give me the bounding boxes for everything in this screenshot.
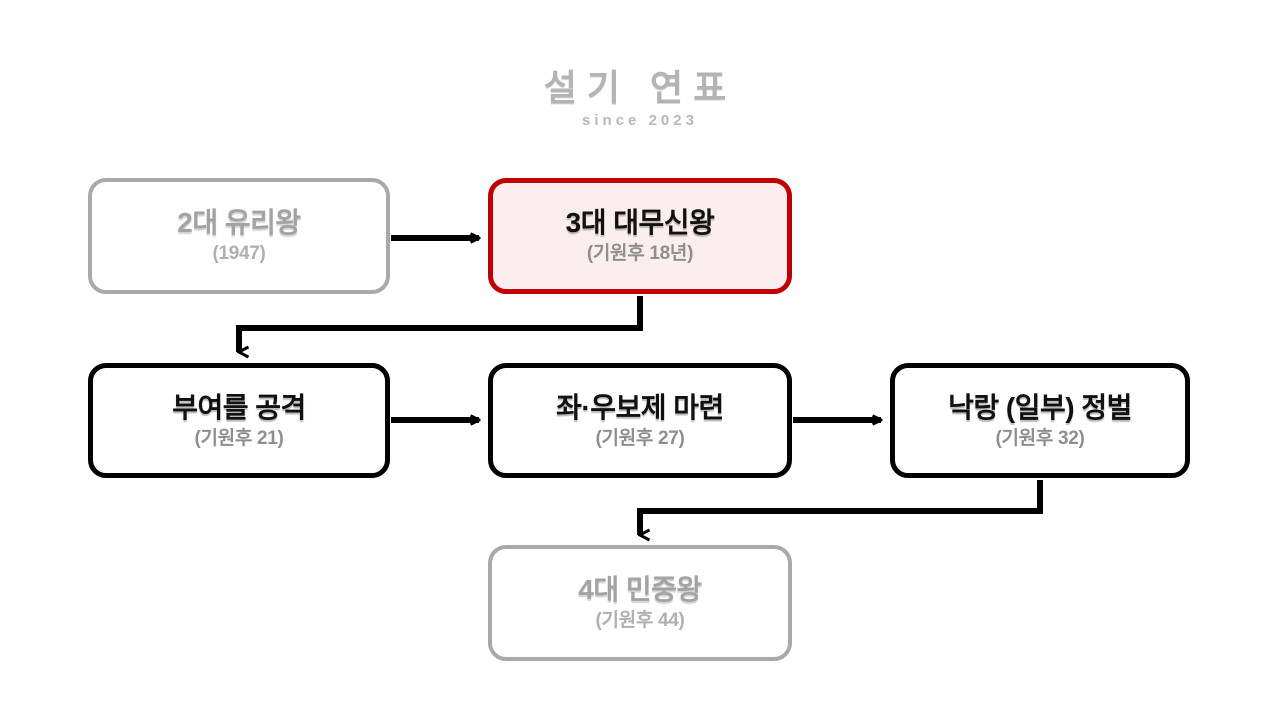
node-attack-buyeo-subtitle: (기원후 21) <box>194 427 284 449</box>
node-jwa-ubo-title: 좌·우보제 마련 <box>556 391 724 423</box>
node-king2[interactable]: 2대 유리왕 (1947) <box>88 178 390 294</box>
node-nakrang-title: 낙랑 (일부) 정벌 <box>948 391 1132 423</box>
node-attack-buyeo[interactable]: 부여를 공격 (기원후 21) <box>88 363 390 478</box>
node-king4[interactable]: 4대 민중왕 (기원후 44) <box>488 545 792 661</box>
node-nakrang-subtitle: (기원후 32) <box>995 427 1085 449</box>
node-jwa-ubo[interactable]: 좌·우보제 마련 (기원후 27) <box>488 363 792 478</box>
node-attack-buyeo-title: 부여를 공격 <box>172 391 306 423</box>
node-king3[interactable]: 3대 대무신왕 (기원후 18년) <box>488 178 792 294</box>
logo-main-text: 설기 연표 <box>543 67 737 108</box>
node-nakrang[interactable]: 낙랑 (일부) 정벌 (기원후 32) <box>890 363 1190 478</box>
node-king4-title: 4대 민중왕 <box>578 574 702 605</box>
node-king2-subtitle: (1947) <box>212 243 266 264</box>
node-jwa-ubo-subtitle: (기원후 27) <box>595 427 685 449</box>
page-title: 설기 연표 since 2023 <box>0 66 1280 130</box>
node-king2-title: 2대 유리왕 <box>177 207 301 238</box>
node-king4-subtitle: (기원후 44) <box>595 610 685 631</box>
edge-king3-to-attack-buyeo <box>236 296 643 352</box>
logo-subtitle-text: since 2023 <box>582 112 698 129</box>
node-king3-subtitle: (기원후 18년) <box>586 243 694 264</box>
node-king3-title: 3대 대무신왕 <box>565 207 715 238</box>
edge-nakrang-to-king4 <box>637 480 1043 535</box>
